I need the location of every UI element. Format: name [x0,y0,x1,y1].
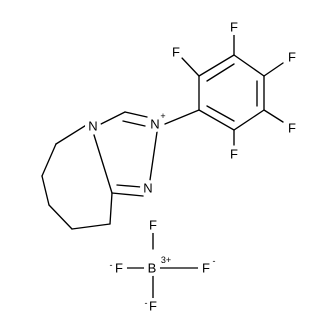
atom-labels: N N + N F F F F F F - F B 3+ F - - F [85,19,300,314]
fluorine-top-mask [226,19,242,35]
bond-c-f-upper-left [181,57,200,77]
chemical-structure: N N + N F F F F F F - F B 3+ F - - F [41,19,300,314]
anion-fluorine-top-mask [145,217,161,233]
fluorine-upper-right-mask [284,49,300,65]
bonds [41,34,284,299]
bond-seven-ring-1 [41,143,57,177]
fluorine-bottom-mask [226,146,242,162]
cationic-nitrogen-charge: + [160,111,165,121]
anion-fluorine-left-mask [109,259,127,277]
bond-triazole-n-ch [98,111,126,126]
boron-charge: 3+ [161,255,171,265]
bond-ch2-n-ring [55,123,89,145]
anion-fluorine-bottom-charge: - [145,298,148,308]
anion-fluorine-right-charge: - [213,256,216,266]
anion-fluorine-right-mask [198,260,214,276]
fluorine-lower-right-label: F [288,121,296,136]
anion-fluorine-left-charge: - [110,260,113,270]
cationic-nitrogen-label: N [150,117,159,132]
bond-triazole-double-n-c [116,184,142,188]
anion-fluorine-left-label: F [115,261,123,276]
bond-seven-ring-3 [48,204,73,230]
bond-aryl-6 [198,109,235,131]
bond-c-f-lower-right [263,109,284,123]
bond-seven-ring-4 [71,223,111,230]
bond-seven-ring-5 [109,192,113,225]
fluorine-bottom-label: F [230,147,238,162]
fluorine-upper-right-label: F [288,50,296,65]
anion-fluorine-bottom-mask [145,298,161,314]
fluorine-lower-right-mask [284,120,300,136]
bond-aryl-inner-3 [206,105,235,122]
anion-fluorine-bottom-label: F [149,299,157,314]
bond-aryl-5 [233,109,265,131]
bond-triazole-double-ch-nplus [122,120,146,127]
boron-label: B [148,261,157,276]
imine-nitrogen-mask [140,180,156,196]
anion-fluorine-top-label: F [149,218,157,233]
bond-c-f-upper-right [263,62,284,77]
fluorine-upper-left-label: F [172,45,180,60]
bond-nplus-aryl [164,109,200,125]
bond-triazole-n-c [111,192,144,197]
fluorine-upper-left-mask [168,44,184,60]
bond-aryl-inner-1 [206,63,235,82]
bond-seven-ring-2 [41,175,50,206]
fluorine-top-label: F [230,20,238,35]
bond-aryl-2 [198,54,235,77]
ring-nitrogen-label: N [88,119,97,134]
imine-nitrogen-label: N [143,181,152,196]
bond-triazole-ch-nplus [124,111,148,118]
boron-mask [144,260,160,276]
bond-fused-n-c [93,134,113,194]
cationic-nitrogen-mask [147,116,163,132]
anion-fluorine-right-label: F [202,261,210,276]
bond-aryl-3 [233,54,265,77]
ring-nitrogen-mask [85,118,101,134]
bond-triazole-nplus-n [149,131,158,181]
